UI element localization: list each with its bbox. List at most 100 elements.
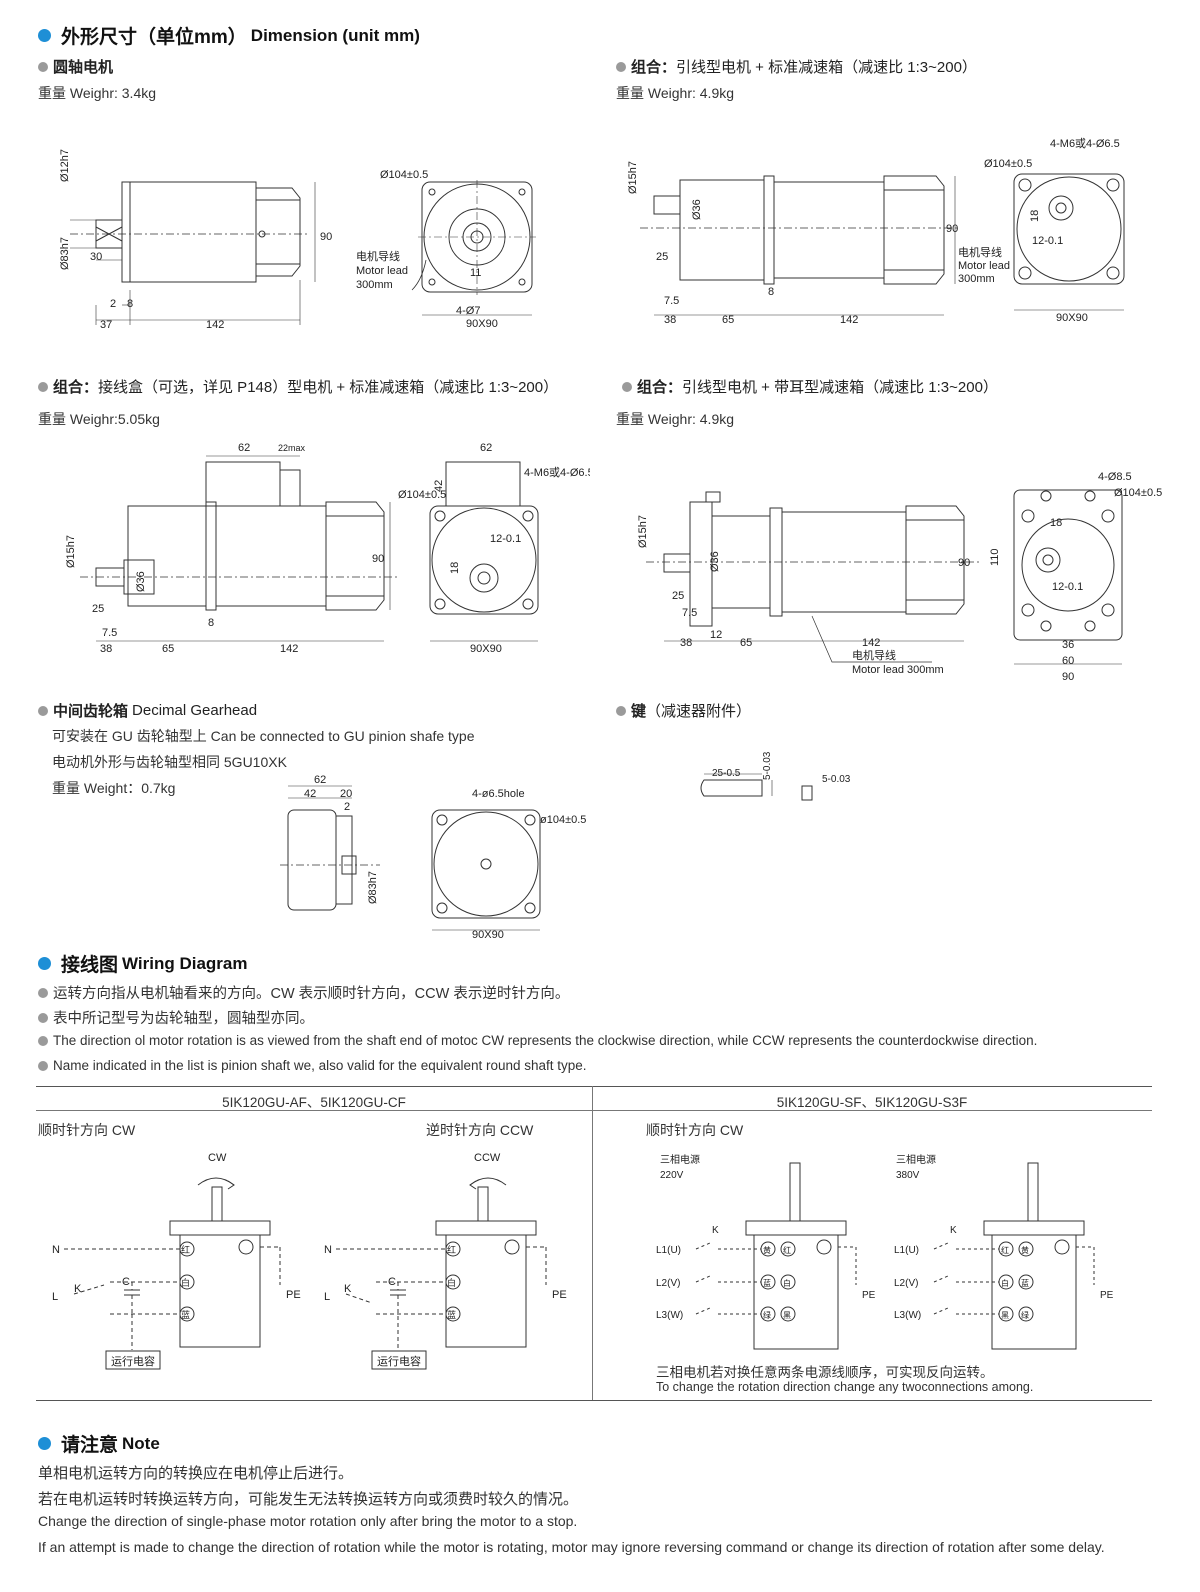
table-header-rule xyxy=(36,1110,1152,1111)
dim-20: 20 xyxy=(340,788,352,800)
dim-60: 60 xyxy=(1062,655,1074,667)
power-cn: 三相电源 xyxy=(660,1153,700,1166)
combo-ear-drawing: Ø15h7 Ø36 25 7.5 12 38 65 142 电机导线 Motor… xyxy=(637,471,1162,683)
dim-38: 38 xyxy=(100,643,112,655)
combo-box-label: 接线盒（可选，详见 P148）型电机 + 标准减速箱（减速比 1:3~200） xyxy=(98,379,559,396)
dim-d83h7: Ø83h7 xyxy=(367,871,379,904)
blue-wire: 蓝 xyxy=(1021,1278,1029,1288)
dim-22max: 22max xyxy=(278,443,306,453)
wiring-diagram-cw: CW N L K C PE 红 白 蓝 运行电容 xyxy=(52,1152,301,1370)
red-wire: 红 xyxy=(447,1244,456,1255)
dim-hole: 4-ø6.5hole xyxy=(472,788,525,800)
dim-18: 18 xyxy=(1050,517,1062,529)
round-shaft-heading: 圆轴电机 xyxy=(38,56,113,77)
table-bottom-rule xyxy=(36,1400,1152,1401)
combo-lead-drawing: Ø15h7 Ø36 25 7.5 38 65 142 90 8 4-M6或4-Ø… xyxy=(627,137,1125,326)
table-divider xyxy=(592,1086,593,1400)
white-wire: 白 xyxy=(1001,1278,1009,1288)
dim-d8-5: 4-Ø8.5 xyxy=(1098,471,1132,483)
green-wire: 绿 xyxy=(763,1311,771,1320)
dim-142: 142 xyxy=(840,314,858,326)
white-wire: 白 xyxy=(181,1277,190,1288)
decimal-weight: 重量 Weight：0.7kg xyxy=(52,778,175,798)
dim-90: 90 xyxy=(958,557,970,569)
l3-terminal: L3(W) xyxy=(894,1310,921,1321)
note-line-2: 若在电机运转时转换运转方向，可能发生无法转换运转方向或须费时较久的情况。 xyxy=(38,1491,579,1508)
dim-62: 62 xyxy=(314,774,326,786)
dim-18: 18 xyxy=(449,562,461,574)
dim-2: 2 xyxy=(110,298,116,310)
lead-cn: 电机导线 xyxy=(958,245,1002,259)
blue-wire: 蓝 xyxy=(447,1309,456,1320)
dim-d104: ø104±0.5 xyxy=(540,814,586,826)
note-line-4: If an attempt is made to change the dire… xyxy=(38,1539,1105,1555)
section-bullet-icon xyxy=(38,1437,51,1450)
dim-62: 62 xyxy=(238,442,250,454)
l1-terminal: L1(U) xyxy=(656,1245,681,1256)
decimal-heading: 中间齿轮箱 Decimal Gearhead xyxy=(38,700,257,721)
key-heading: 键 （减速器附件） xyxy=(616,700,751,721)
round-shaft-weight: 重量 Weighr: 3.4kg xyxy=(38,83,156,103)
k-switch: K xyxy=(344,1283,352,1295)
weight-cn: 重量 xyxy=(38,85,66,101)
dim-d104: Ø104±0.5 xyxy=(398,489,446,501)
square-size: 90X90 xyxy=(472,929,504,941)
weight-cn: 重量 xyxy=(616,85,644,101)
cap-label: 运行电容 xyxy=(111,1354,155,1368)
dim-d104: Ø104±0.5 xyxy=(380,169,428,181)
dim-m6: 4-M6或4-Ø6.5 xyxy=(1050,137,1120,150)
key-label: （减速器附件） xyxy=(646,703,752,720)
dim-8: 8 xyxy=(127,298,133,310)
power-voltage: 380V xyxy=(896,1170,920,1181)
dim-key-width: 5-0.03 xyxy=(822,774,851,785)
dim-25: 25 xyxy=(92,603,104,615)
wiring-bullet-4: Name indicated in the list is pinion sha… xyxy=(38,1058,587,1073)
lead-len: 300mm xyxy=(958,273,995,285)
dim-65: 65 xyxy=(162,643,174,655)
round-shaft-label: 圆轴电机 xyxy=(53,59,114,76)
combo-box-label-bold: 组合： xyxy=(53,379,99,396)
dim-25: 25 xyxy=(656,251,668,263)
dim-d104: Ø104±0.5 xyxy=(984,158,1032,170)
n-terminal: N xyxy=(324,1244,332,1256)
bullet-icon xyxy=(38,1012,48,1023)
dim-12: 12-0.1 xyxy=(1032,235,1063,247)
power-voltage: 220V xyxy=(660,1170,684,1181)
dim-25: 25 xyxy=(672,590,684,602)
k-switch: K xyxy=(712,1225,719,1236)
dim-90: 90 xyxy=(946,223,958,235)
dim-2: 2 xyxy=(344,801,350,813)
dim-42: 42 xyxy=(433,480,445,492)
dim-12: 12 xyxy=(710,629,722,641)
dim-65: 65 xyxy=(722,314,734,326)
dimension-title-cn: 外形尺寸（单位mm） xyxy=(61,27,247,48)
key-drawing: 25-0.5 5-0.03 5-0.03 xyxy=(700,751,851,801)
weight-cn: 重量 xyxy=(616,411,644,427)
dim-d104: Ø104±0.5 xyxy=(1114,487,1162,499)
red-wire: 红 xyxy=(181,1244,190,1255)
wiring-title-cn: 接线图 xyxy=(61,955,119,976)
dim-37: 37 xyxy=(100,319,112,331)
l3-terminal: L3(W) xyxy=(656,1310,683,1321)
yellow-wire: 黄 xyxy=(763,1245,771,1255)
lead-len: 300mm xyxy=(356,279,393,291)
pe-terminal: PE xyxy=(1100,1290,1114,1301)
wiring-section-title: 接线图 Wiring Diagram xyxy=(38,950,248,977)
combo-ear-label: 引线型电机 + 带耳型减速箱（减速比 1:3~200） xyxy=(682,379,998,396)
square-size: 90X90 xyxy=(470,643,502,655)
dim-90: 90 xyxy=(320,231,332,243)
weight-en: Weighr: 3.4kg xyxy=(69,85,157,101)
wiring-diagram-380v: 三相电源 380V K L1(U) L2(V) L3(W) PE 红 黄 白 蓝… xyxy=(894,1153,1114,1350)
dim-d15h7: Ø15h7 xyxy=(637,515,649,548)
cw-label: 顺时针方向 CW xyxy=(38,1122,136,1138)
section-bullet-icon xyxy=(38,957,51,970)
decimal-drawing: 62 42 20 2 Ø83h7 4-ø6.5hole ø104±0.5 90X… xyxy=(280,774,586,941)
dim-12: 12-0.1 xyxy=(490,533,521,545)
combo-lead-heading: 组合： 引线型电机 + 标准减速箱（减速比 1:3~200） xyxy=(616,56,977,77)
dim-7-5: 7.5 xyxy=(682,607,697,619)
bullet-icon xyxy=(38,1035,48,1046)
pe-terminal: PE xyxy=(862,1290,876,1301)
dim-key-length: 25-0.5 xyxy=(712,768,741,779)
dim-8: 8 xyxy=(208,617,214,629)
dim-7-5: 7.5 xyxy=(102,627,117,639)
